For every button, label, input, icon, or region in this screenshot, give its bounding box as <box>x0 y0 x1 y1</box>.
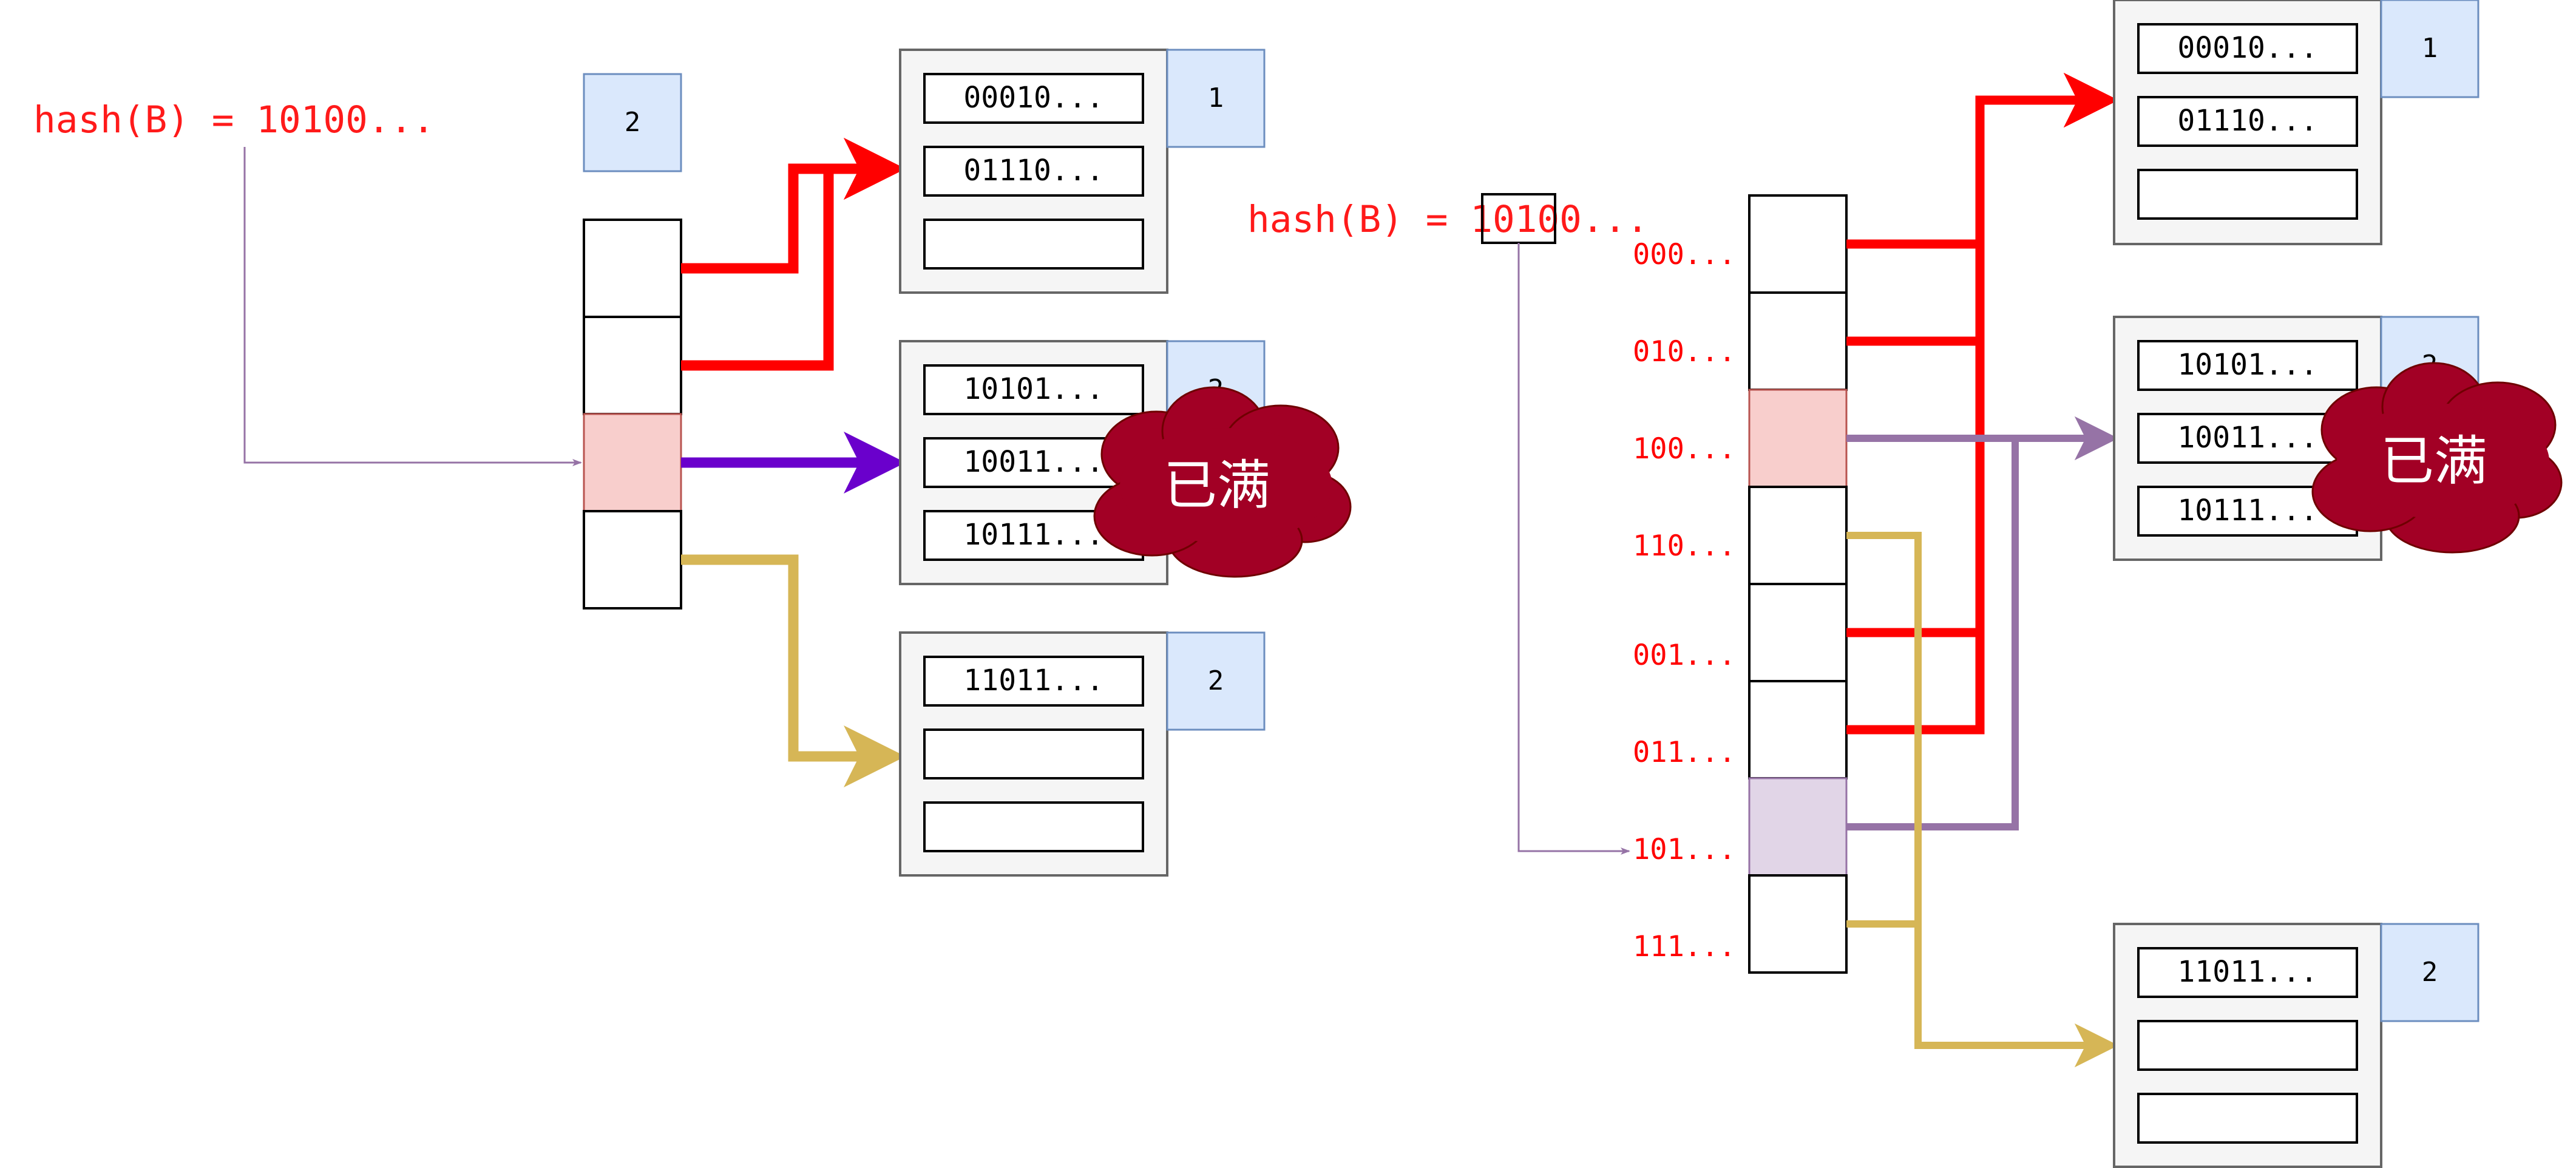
left-directory-cell-highlighted <box>583 413 682 512</box>
left-pointer-red <box>681 138 906 274</box>
local-depth: 1 <box>2422 33 2438 64</box>
right-bucket-1: 1 00010... 01110... <box>2113 0 2479 245</box>
bucket-entry <box>923 656 1144 707</box>
bucket-entry-text: 10011... <box>2177 421 2317 455</box>
right-directory-cell <box>1748 194 1848 294</box>
right-diagram: hash(B) = 10100... 000... 010... 100... … <box>1247 0 2563 1168</box>
directory-label: 000... <box>1633 238 1736 271</box>
right-directory-cell <box>1748 680 1848 779</box>
left-global-depth: 2 <box>625 107 641 138</box>
right-directory-cell <box>1748 291 1848 391</box>
bucket-entry-text: 10111... <box>963 518 1103 552</box>
directory-label: 011... <box>1633 736 1736 769</box>
full-label: 已满 <box>1164 454 1270 517</box>
local-depth-box <box>2380 923 2479 1022</box>
left-directory-cell <box>583 510 682 609</box>
right-hash-pointer <box>1517 243 1630 855</box>
right-pointers-gold <box>1846 532 2118 1067</box>
bucket-entry-text: 11011... <box>963 664 1103 698</box>
left-hash-pointer <box>243 147 582 466</box>
bucket-entry <box>2137 23 2358 74</box>
full-label: 已满 <box>2381 430 2487 492</box>
left-hash-label: hash(B) = 10100... <box>33 98 435 141</box>
right-pointers-red <box>1846 73 2118 735</box>
right-hash-label: hash(B) = 10100... <box>1247 198 1649 241</box>
right-directory-cell <box>1748 874 1848 974</box>
right-directory-cell <box>1748 486 1848 585</box>
right-bucket-3: 2 11011... <box>2113 923 2479 1168</box>
directory-label: 111... <box>1633 930 1736 963</box>
bucket-entry-text: 10111... <box>2177 494 2317 528</box>
right-pointer-red <box>1846 73 2118 735</box>
right-pointer-purple <box>1846 416 2118 830</box>
bucket-entry <box>923 728 1144 779</box>
bucket-entry <box>2137 947 2358 998</box>
left-bucket-1: 1 00010... 01110... <box>899 49 1266 294</box>
local-depth: 2 <box>2422 957 2438 988</box>
bucket-entry-text: 00010... <box>963 81 1103 115</box>
left-global-depth-box <box>583 73 682 172</box>
left-pointer-red <box>681 138 906 371</box>
left-directory-cell <box>583 316 682 415</box>
directory-label: 010... <box>1633 335 1736 368</box>
left-directory <box>583 219 682 609</box>
bucket-entry <box>923 364 1144 415</box>
local-depth: 2 <box>1208 665 1224 696</box>
bucket-entry <box>2137 340 2358 391</box>
directory-label: 101... <box>1633 833 1736 866</box>
bucket-entry-text: 01110... <box>963 154 1103 188</box>
bucket-entry-text: 10011... <box>963 445 1103 479</box>
right-full-cloud: 已满 <box>2311 362 2563 554</box>
directory-labels: 000... 010... 100... 110... 001... 011..… <box>1633 238 1736 963</box>
right-pointers-purple <box>1846 416 2118 830</box>
local-depth-box <box>1166 631 1266 731</box>
directory-label: 001... <box>1633 639 1736 672</box>
local-depth-box <box>1166 49 1266 148</box>
left-diagram: hash(B) = 10100... 2 1 00010... 01110... <box>33 49 1352 877</box>
right-directory <box>1748 194 1848 974</box>
local-depth-box <box>2380 0 2479 98</box>
bucket-entry <box>2137 1093 2358 1144</box>
right-directory-cell-highlighted-purple <box>1748 777 1848 877</box>
bucket-entry-text: 01110... <box>2177 104 2317 138</box>
bucket-entry <box>923 73 1144 124</box>
left-full-cloud: 已满 <box>1093 386 1352 578</box>
bucket-entry <box>2137 96 2358 147</box>
bucket-entry <box>923 146 1144 197</box>
right-directory-cell-highlighted <box>1748 389 1848 488</box>
bucket-entry-text: 10101... <box>2177 348 2317 382</box>
bucket-entry <box>923 219 1144 270</box>
bucket-entry <box>2137 1020 2358 1071</box>
directory-label: 100... <box>1633 432 1736 466</box>
right-pointer-gold <box>1846 920 2118 1067</box>
directory-label: 110... <box>1633 529 1736 563</box>
bucket-entry-text: 10101... <box>963 372 1103 406</box>
bucket-entry <box>923 801 1144 852</box>
bucket-entry <box>2137 169 2358 220</box>
local-depth: 1 <box>1208 83 1224 114</box>
right-directory-cell <box>1748 583 1848 682</box>
left-bucket-3: 2 11011... <box>899 631 1266 877</box>
bucket-entry-text: 00010... <box>2177 31 2317 65</box>
left-pointer-gold <box>681 554 906 787</box>
left-directory-cell <box>583 219 682 318</box>
bucket-entry-text: 11011... <box>2177 955 2317 989</box>
